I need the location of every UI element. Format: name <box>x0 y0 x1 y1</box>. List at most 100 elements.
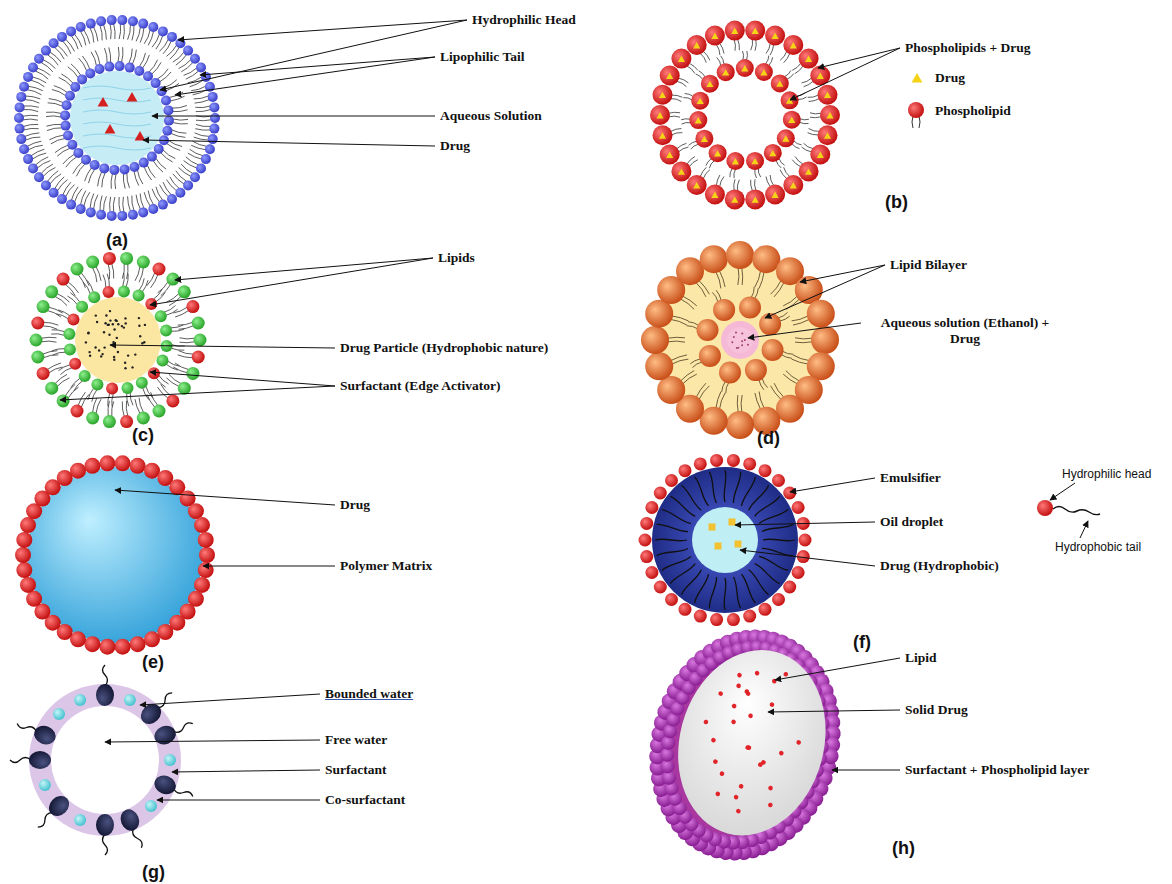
surfactant-tail <box>103 665 108 686</box>
phospholipid-head <box>777 129 795 147</box>
lipid-tail <box>52 330 65 332</box>
lipid-tail <box>774 383 784 397</box>
phospholipid-head <box>701 75 719 93</box>
lipid-tail <box>737 180 739 191</box>
emulsifier-head <box>640 517 653 530</box>
lipid-tail <box>794 141 802 145</box>
lipid-tail <box>98 172 102 186</box>
phospholipid-head <box>725 189 745 209</box>
polymer-bead <box>84 636 100 652</box>
polymer-bead <box>115 455 131 471</box>
lipid-head <box>645 352 673 380</box>
drug-triangle <box>711 33 718 39</box>
lipid-tail <box>55 177 64 189</box>
lipid-tail <box>743 51 744 60</box>
phospholipid-head <box>687 35 707 55</box>
lipid-tail <box>769 57 773 65</box>
lipid-tail <box>132 26 134 41</box>
lipid-tail <box>90 194 94 209</box>
lipid-tail <box>24 128 39 130</box>
drug-particle <box>134 353 136 355</box>
lipid-tail <box>786 371 800 381</box>
lipid-head <box>63 328 75 340</box>
lipid-tail <box>173 110 188 112</box>
lipid-tail <box>90 28 94 43</box>
phospholipid-head <box>689 111 707 129</box>
leader-line <box>157 800 320 801</box>
hydrophilic-head <box>158 200 168 210</box>
microemulsion-figure <box>10 665 193 855</box>
lipid-tail <box>31 80 45 87</box>
lipid-tail <box>115 174 116 189</box>
hydrophilic-head <box>139 158 149 168</box>
lipid-head <box>676 257 704 285</box>
lipid-tail <box>738 39 740 50</box>
lipid-tail <box>809 99 820 102</box>
free-water-core <box>51 706 159 814</box>
hydrophilic-head <box>175 188 185 198</box>
drug-particle <box>138 325 140 327</box>
lipid-head <box>153 405 166 418</box>
lipid-tail <box>95 50 100 64</box>
leader-line <box>105 740 320 742</box>
bounded-water-ring <box>29 684 181 836</box>
drug-triangle <box>805 56 812 62</box>
emulsifier-head <box>694 457 707 470</box>
leader-line <box>768 710 900 712</box>
lipid-head <box>57 394 70 407</box>
lipid-tail <box>167 378 179 387</box>
lipid-tail <box>58 180 68 191</box>
lipid-head <box>30 334 43 347</box>
phospholipid-head <box>745 21 765 41</box>
lipid-tail <box>48 103 63 106</box>
drug-particle <box>89 355 91 357</box>
phospholipid-head <box>765 185 785 205</box>
part-label: Surfactant <box>325 762 387 778</box>
emulsifier-head <box>645 501 658 514</box>
solid-drug <box>796 740 802 746</box>
water-streak <box>83 86 151 90</box>
lipid-tail <box>104 25 107 40</box>
drug-particle <box>143 341 145 343</box>
lipid-tail <box>81 191 86 205</box>
hydrophilic-head <box>117 211 127 221</box>
phospholipid-head <box>653 125 673 145</box>
lipid-tail <box>85 168 92 181</box>
leader-line <box>115 490 335 505</box>
solid-drug <box>731 719 737 725</box>
polymer-bead <box>99 455 115 471</box>
lipid-tail <box>123 197 124 212</box>
lipid-tail <box>696 74 703 80</box>
panel-letter: (b) <box>885 192 908 212</box>
drug-particle <box>127 354 129 356</box>
emulsifier-head <box>679 464 692 477</box>
lipid-tail <box>785 70 791 76</box>
lipid-tail <box>700 167 706 176</box>
lipid-tail <box>93 398 97 412</box>
drug-triangle <box>824 132 831 138</box>
lipid-tail <box>716 392 721 408</box>
lipid-tail <box>132 196 134 211</box>
solid-drug <box>748 713 754 719</box>
emulsifier-head <box>759 464 772 477</box>
lipid-tail <box>123 24 125 39</box>
leader-line <box>775 658 900 680</box>
lipid-tail <box>140 28 144 43</box>
lipid-head <box>186 300 199 313</box>
lipid-tail <box>190 80 204 87</box>
lipid-tail <box>157 69 168 79</box>
lipid-tail <box>784 167 790 176</box>
leader-line <box>200 57 435 75</box>
lipid-head <box>719 362 741 384</box>
hydrophilic-head <box>147 152 157 162</box>
solid-drug <box>711 737 717 743</box>
drug-particle <box>124 362 126 364</box>
part-label: Surfactant (Edge Activator) <box>340 378 500 394</box>
lipid-tail <box>161 153 173 162</box>
polymer-bead <box>198 532 214 548</box>
surfactant-tail <box>103 834 108 855</box>
lipid-tail <box>148 31 153 45</box>
lipid-tail <box>151 275 158 288</box>
lipid-tail <box>135 267 140 281</box>
